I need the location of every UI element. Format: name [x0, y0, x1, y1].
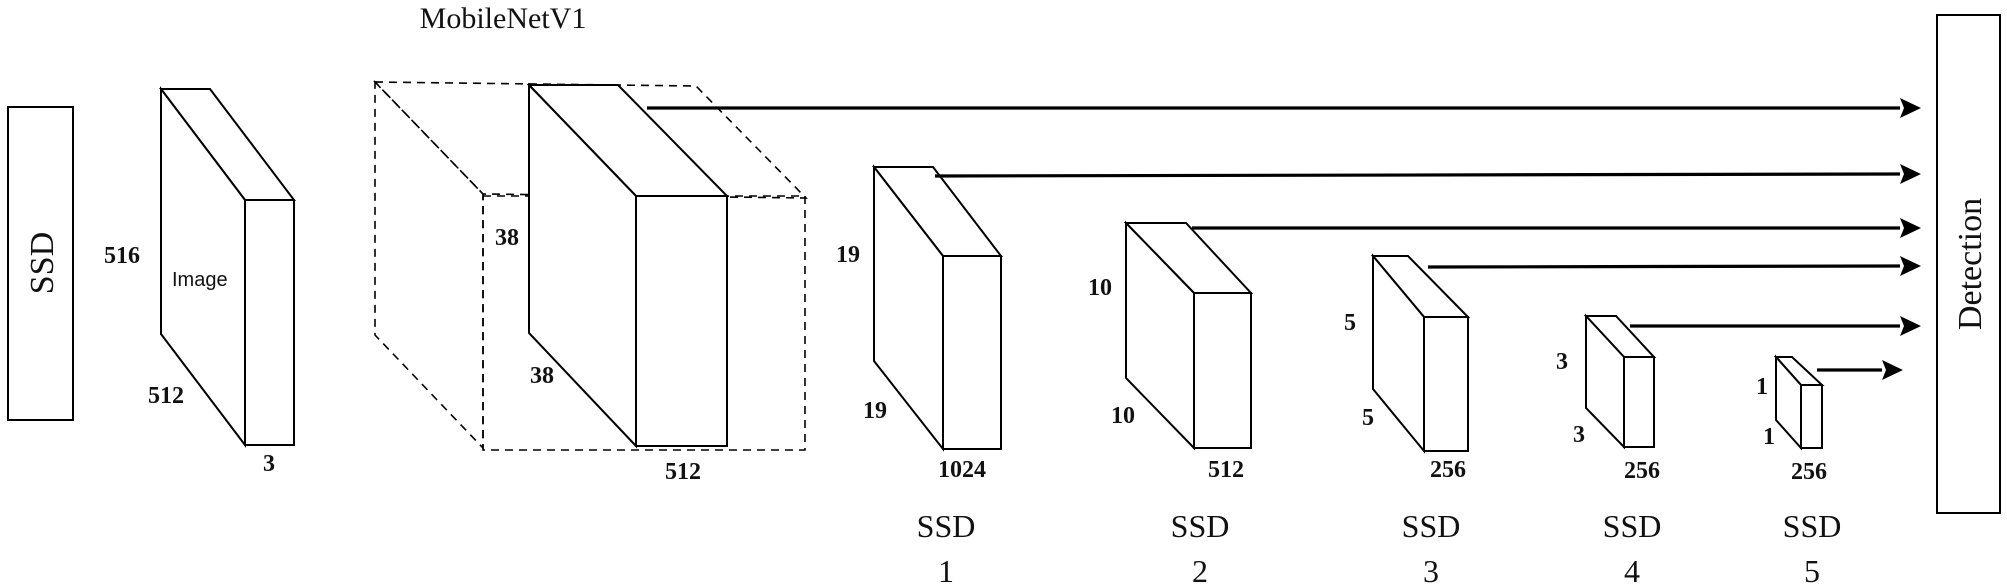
- detection-box: Detection: [1936, 14, 2001, 514]
- mobilenet-backbone-block: 38 38 512: [373, 80, 808, 485]
- input-height-label: 516: [104, 243, 140, 269]
- backbone-height-label: 38: [495, 225, 519, 251]
- ssd-box-label: SSD: [24, 232, 61, 294]
- ssd3-height-label: 5: [1344, 310, 1356, 336]
- ssd5-name: SSD: [1783, 508, 1842, 544]
- backbone-title: MobileNetV1: [420, 2, 587, 35]
- input-image-block: Image 516 512 3: [104, 86, 297, 477]
- ssd-label-box: SSD: [7, 106, 74, 421]
- ssd-layer-2-block: 10 10 512 SSD 2: [1088, 220, 1254, 588]
- arrowhead-backbone: [1900, 98, 1921, 118]
- ssd-layer-3-block: 5 5 256 SSD 3: [1344, 253, 1471, 588]
- ssd-layer-5-block: 1 1 256 SSD 5: [1756, 354, 1842, 588]
- ssd2-name: SSD: [1171, 508, 1230, 544]
- ssd2-width-label: 10: [1111, 403, 1135, 429]
- ssd1-index: 1: [938, 553, 954, 588]
- ssd3-channels-label: 256: [1430, 457, 1466, 483]
- detection-arrows: [647, 98, 1921, 380]
- ssd-layer-1-block: 19 19 1024 SSD 1: [836, 164, 1004, 588]
- input-channels-label: 3: [263, 451, 275, 477]
- ssd4-name: SSD: [1603, 508, 1662, 544]
- ssd4-index: 4: [1624, 553, 1640, 588]
- ssd4-channels-label: 256: [1624, 458, 1660, 484]
- ssd5-channels-label: 256: [1791, 459, 1827, 485]
- ssd5-width-label: 1: [1763, 424, 1775, 450]
- arrowhead-ssd2: [1900, 218, 1921, 238]
- arrowhead-ssd3: [1900, 256, 1921, 276]
- arrowhead-ssd4: [1900, 316, 1921, 336]
- ssd1-height-label: 19: [836, 242, 860, 268]
- ssd2-index: 2: [1192, 553, 1208, 588]
- arrow-ssd3-to-detection: [1427, 264, 1901, 269]
- ssd3-width-label: 5: [1362, 405, 1374, 431]
- detection-box-label: Detection: [1952, 198, 1989, 330]
- ssd1-channels-label: 1024: [938, 457, 986, 483]
- ssd4-width-label: 3: [1573, 422, 1585, 448]
- ssd5-height-label: 1: [1756, 374, 1768, 400]
- ssd1-width-label: 19: [863, 398, 887, 424]
- arrow-ssd1-to-detection: [934, 172, 1901, 178]
- ssd3-index: 3: [1423, 553, 1439, 588]
- ssd-layer-4-block: 3 3 256 SSD 4: [1556, 313, 1662, 588]
- ssd3-name: SSD: [1402, 508, 1461, 544]
- ssd4-height-label: 3: [1556, 349, 1568, 375]
- arrowhead-ssd5: [1882, 360, 1903, 380]
- ssd2-channels-label: 512: [1208, 457, 1244, 483]
- ssd2-height-label: 10: [1088, 275, 1112, 301]
- ssd5-index: 5: [1804, 553, 1820, 588]
- input-width-label: 512: [148, 383, 184, 409]
- backbone-channels-label: 512: [665, 459, 701, 485]
- input-image-label: Image: [172, 269, 228, 291]
- backbone-width-label: 38: [530, 363, 554, 389]
- arrowhead-ssd1: [1900, 164, 1921, 184]
- ssd1-name: SSD: [917, 508, 976, 544]
